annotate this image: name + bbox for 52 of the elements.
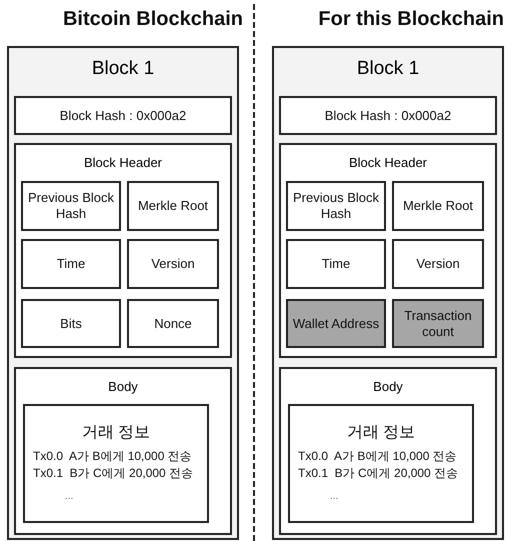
field-label: Time <box>320 256 352 272</box>
ellipsis: ... <box>65 491 74 502</box>
header-box <box>14 143 232 358</box>
field-label: Bits <box>59 316 83 332</box>
section-heading: Body <box>372 379 404 394</box>
section-heading: Block Header <box>348 155 428 170</box>
section-heading: 거래 정보 <box>80 423 152 443</box>
transaction-line: Tx0.0 A가 B에게 10,000 전송 <box>298 448 457 465</box>
section-heading: Block Header <box>82 155 164 170</box>
field-label: Merkle Root <box>136 198 210 214</box>
field-label: Version <box>150 256 196 272</box>
field-label: Wallet Address <box>292 316 380 332</box>
column-title: Bitcoin Blockchain <box>62 8 243 31</box>
transaction-box <box>23 404 209 523</box>
ellipsis: ... <box>330 491 338 502</box>
column-title: For this Blockchain <box>318 8 504 31</box>
field-label: Transaction count <box>403 308 473 340</box>
hash-box <box>14 96 232 135</box>
block-title: Block 1 <box>356 58 420 80</box>
header-box <box>279 143 497 358</box>
transaction-line: Tx0.1 B가 C에게 20,000 전송 <box>33 465 194 482</box>
field-box <box>392 181 484 231</box>
field-box <box>21 239 121 289</box>
section-heading: 거래 정보 <box>346 423 416 443</box>
field-box <box>127 181 219 231</box>
transaction-line: Tx0.0 A가 B에게 10,000 전송 <box>33 448 192 465</box>
transaction-line: Tx0.1 B가 C에게 20,000 전송 <box>298 465 458 482</box>
field-box <box>127 299 219 348</box>
field-label: Nonce <box>153 316 193 332</box>
block-box <box>272 46 504 540</box>
field-box <box>21 181 121 231</box>
field-label: Previous Block Hash <box>27 190 115 222</box>
field-label: Merkle Root <box>402 198 474 214</box>
field-label: Time <box>56 256 86 272</box>
field-box <box>392 299 484 348</box>
field-box <box>286 181 386 231</box>
hash-box <box>279 96 497 135</box>
body-box <box>279 367 497 535</box>
field-box <box>286 239 386 289</box>
section-heading: Body <box>107 379 139 394</box>
field-box <box>392 239 484 289</box>
field-label: Previous Block Hash <box>292 190 380 222</box>
block-box <box>7 46 239 540</box>
field-label: Version <box>415 256 461 272</box>
field-box <box>286 299 386 348</box>
field-box <box>21 299 121 348</box>
body-box <box>14 367 232 535</box>
transaction-box <box>288 404 474 523</box>
field-box <box>127 239 219 289</box>
field-label: Block Hash : 0x000a2 <box>58 108 188 124</box>
field-label: Block Hash : 0x000a2 <box>324 108 452 124</box>
block-title: Block 1 <box>90 58 156 80</box>
